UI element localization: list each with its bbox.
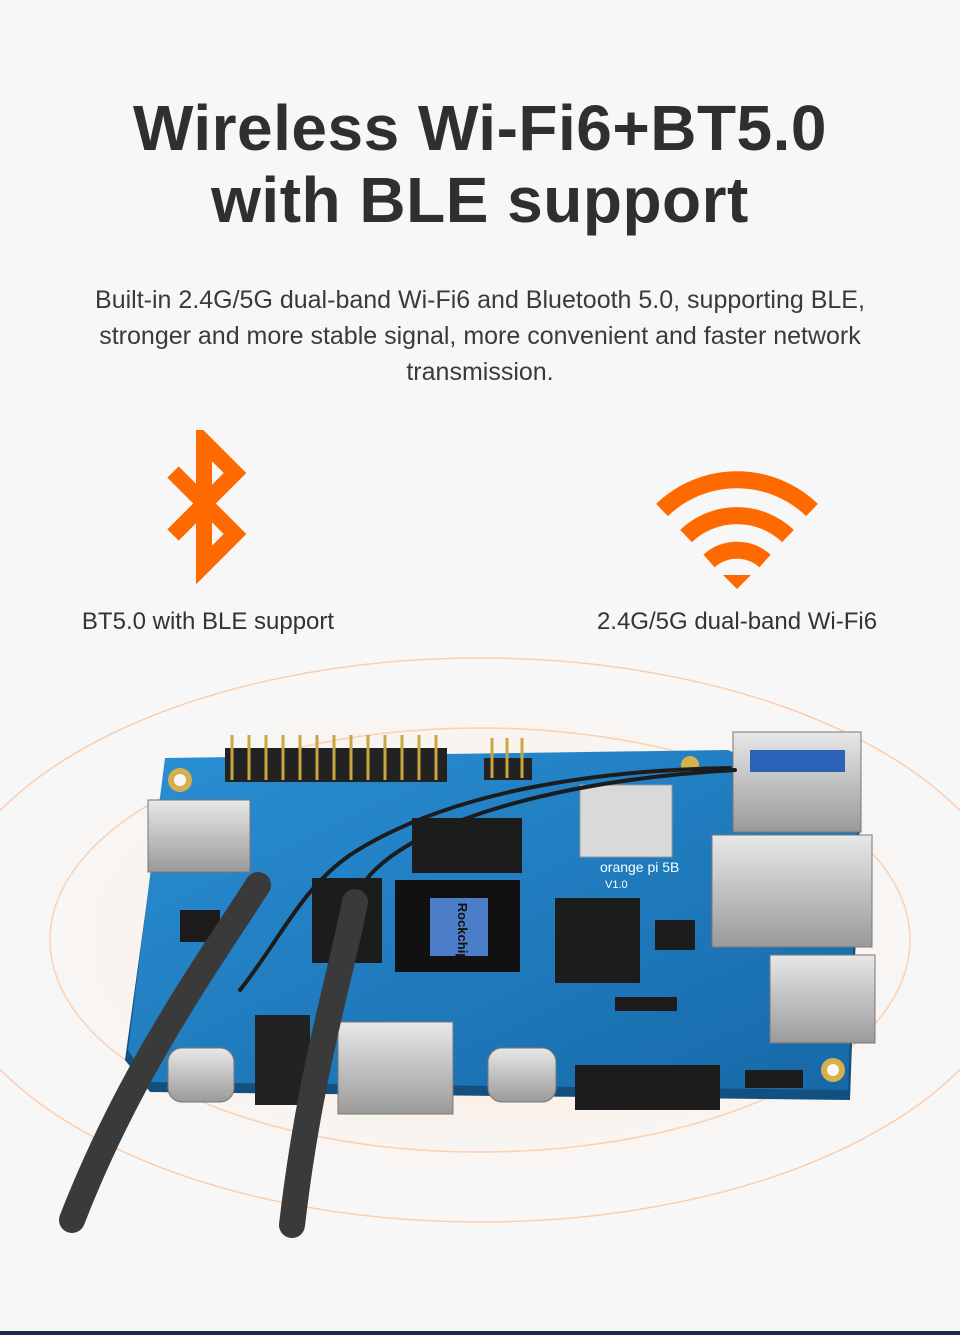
feature-bluetooth: BT5.0 with BLE support (18, 430, 398, 635)
ethernet-port (711, 834, 873, 948)
usb-c-power-port (167, 1047, 235, 1103)
title-line-1: Wireless Wi-Fi6+BT5.0 (132, 92, 828, 164)
description-line-2: stronger and more stable signal, more co… (99, 322, 861, 350)
antenna-cables (59, 766, 737, 1238)
title-line-2: with BLE support (211, 164, 749, 236)
footer-divider (0, 1331, 960, 1335)
hdmi-port (337, 1021, 454, 1115)
usb2-port (769, 954, 876, 1044)
page-title: Wireless Wi-Fi6+BT5.0 with BLE support (0, 92, 960, 236)
feature-wifi-label: 2.4G/5G dual-band Wi-Fi6 (596, 608, 878, 635)
gpio-header (225, 735, 532, 782)
usb3-port (732, 731, 862, 833)
description-line-3: transmission. (406, 358, 554, 386)
lcd-connector (575, 1065, 720, 1110)
board-version: V1.0 (605, 879, 628, 891)
description: Built-in 2.4G/5G dual-band Wi-Fi6 and Bl… (50, 282, 910, 390)
board-silkscreen: orange pi 5B (600, 859, 679, 875)
bluetooth-icon (167, 430, 247, 585)
wifi-icon (656, 471, 818, 589)
feature-bluetooth-label: BT5.0 with BLE support (81, 608, 335, 635)
description-line-1: Built-in 2.4G/5G dual-band Wi-Fi6 and Bl… (95, 286, 865, 314)
wifi-module (579, 784, 673, 858)
ram-chip (412, 818, 522, 873)
soc-brand-text: Rockchip (455, 903, 470, 962)
board-photo: Rockchip orange pi 5B V1.0 (0, 657, 960, 1238)
usb-c-port (487, 1047, 557, 1103)
feature-wifi: 2.4G/5G dual-band Wi-Fi6 (547, 430, 927, 635)
orange-pi-board: Rockchip orange pi 5B V1.0 (125, 731, 876, 1115)
